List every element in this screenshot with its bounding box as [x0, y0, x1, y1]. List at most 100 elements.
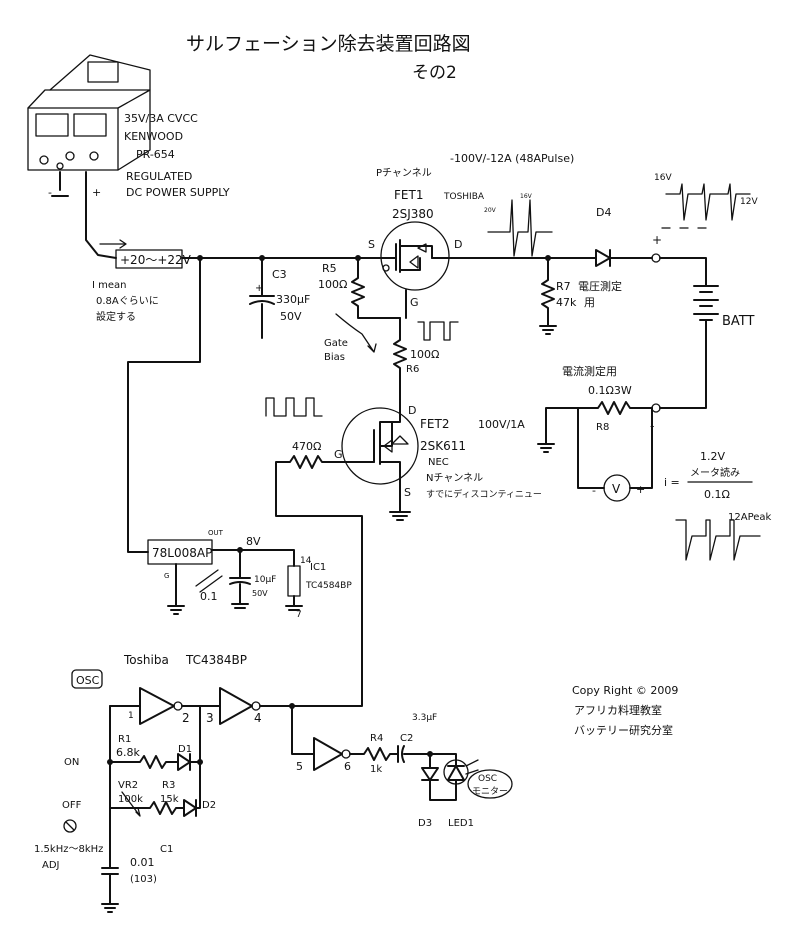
wave-16v-small: 16V — [520, 193, 533, 200]
gate-bias-line2: Bias — [324, 352, 345, 363]
pin-1: 1 — [128, 711, 134, 721]
fet2-note: すでにディスコンティニュー — [426, 488, 542, 500]
copyright-line3: バッテリー研究分室 — [574, 723, 673, 737]
r1-value: 6.8k — [116, 746, 140, 759]
cap-0.1-value: 0.1 — [200, 590, 218, 603]
vr2-ref: VR2 — [118, 780, 138, 791]
resistor-r6 — [393, 317, 407, 401]
battery-symbol — [659, 257, 719, 409]
fet1-type: Pチャンネル — [376, 167, 432, 179]
switch-off-label: OFF — [62, 800, 82, 811]
gate-waveform — [417, 321, 459, 341]
regulator-out-pin: OUT — [208, 529, 224, 537]
capacitor-c1 — [101, 867, 119, 913]
meter-wires — [577, 407, 653, 489]
fet2-rating: 100V/1A — [478, 418, 525, 431]
d2-ref: D2 — [202, 800, 216, 811]
meter-dial-left — [35, 113, 69, 137]
ic1-ref: IC1 — [310, 562, 326, 573]
ic1-pin7: 7 — [296, 610, 302, 620]
gate-resistor-value: 470Ω — [292, 440, 321, 453]
voltmeter-label: V — [612, 482, 621, 496]
gate2-out-wire — [259, 705, 315, 755]
regulator-ground — [167, 563, 185, 615]
drain-waveform — [487, 199, 553, 257]
supply-spec: 35V/3A CVCC — [124, 112, 198, 125]
d4-ref: D4 — [596, 206, 611, 219]
diode-d4 — [595, 249, 611, 267]
cap-0.1 — [195, 569, 223, 593]
mean-current-label: I mean — [92, 280, 127, 291]
fet1-rating: -100V/-12A (48APulse) — [450, 152, 574, 165]
r8-ref: R8 — [596, 422, 609, 433]
regulator-volt: 8V — [246, 535, 261, 548]
regulator-part: 78L008AP — [152, 546, 212, 560]
fet1-s-pin: S — [368, 238, 375, 251]
power-supply-unit: - + — [27, 54, 151, 199]
meter-plus: + — [636, 483, 645, 496]
gate-bias-line1: Gate — [324, 338, 348, 349]
osc-box — [71, 669, 103, 689]
regulator-out-wire — [211, 549, 295, 567]
r6-ref: R6 — [406, 364, 419, 375]
c2-ref: C2 — [400, 733, 413, 744]
copyright-line1: Copy Right © 2009 — [572, 684, 678, 697]
adj-knob[interactable] — [63, 819, 77, 833]
supply-desc1: REGULATED — [126, 170, 192, 183]
osc-label: OSC — [76, 674, 100, 687]
supply-minus-label: - — [48, 186, 52, 199]
r4-ref: R4 — [370, 733, 383, 744]
wave-12v: 12V — [740, 197, 758, 207]
schematic-subtitle: その2 — [412, 63, 457, 83]
resistor-r8 — [537, 401, 653, 453]
r7-desc: 電圧測定 — [578, 279, 622, 293]
r7-value: 47k — [556, 296, 577, 309]
osc-part: TC4384BP — [185, 653, 247, 667]
formula-den: 0.1Ω — [704, 488, 730, 501]
r4-value: 1k — [370, 764, 382, 775]
mean-current-value: 0.8Aぐらいに — [96, 295, 159, 307]
r1-d1-path — [109, 705, 201, 869]
resistor-r5 — [351, 257, 401, 319]
formula-i: i = — [664, 476, 680, 489]
pin-3: 3 — [206, 711, 214, 725]
formula-num-top: 1.2V — [700, 450, 725, 463]
cap-10uf-voltage: 50V — [252, 589, 268, 598]
supply-desc2: DC POWER SUPPLY — [126, 186, 230, 199]
r1-ref: R1 — [118, 734, 131, 745]
fet1-ref: FET1 — [394, 188, 423, 202]
fet2-s-pin: S — [404, 486, 411, 499]
schematic-title: サルフェーション除去装置回路図 — [186, 33, 471, 55]
r8-desc: 電流測定用 — [562, 364, 617, 378]
inverter-gate-2 — [219, 687, 253, 725]
fet1-maker: TOSHIBA — [443, 192, 485, 202]
led1-circle — [443, 759, 469, 785]
resistor-r7 — [539, 257, 557, 335]
capacitor-c3: + — [249, 257, 275, 339]
supply-model: PR-654 — [136, 148, 175, 161]
r6-value: 100Ω — [410, 348, 439, 361]
voltmeter-symbol — [603, 474, 631, 502]
fet1-part: 2SJ380 — [392, 207, 434, 221]
osc-maker: Toshiba — [123, 653, 169, 667]
batt-minus-terminal — [651, 403, 661, 413]
r5-ref: R5 — [322, 262, 337, 275]
fet2-maker: NEC — [428, 457, 449, 468]
d1-ref: D1 — [178, 744, 192, 755]
supply-ground-lead — [51, 171, 69, 197]
pin-4: 4 — [254, 711, 262, 725]
power-supply-box — [27, 107, 119, 171]
switch-on-label: ON — [64, 757, 79, 768]
c3-plus: + — [255, 283, 263, 294]
d3-led1 — [421, 753, 465, 801]
current-arrow — [99, 239, 127, 249]
osc-monitor-1: OSC — [478, 774, 497, 784]
rail-voltage: +20～+22V — [120, 253, 192, 267]
c1-ref: C1 — [160, 844, 173, 855]
ic1-symbol — [287, 565, 301, 597]
fet2-gate-waveform — [265, 397, 323, 417]
freq-adj: ADJ — [42, 860, 60, 871]
copyright-line2: アフリカ料理教室 — [574, 703, 662, 717]
fet2-ground — [389, 511, 411, 521]
inverter-gate-3 — [313, 737, 343, 771]
